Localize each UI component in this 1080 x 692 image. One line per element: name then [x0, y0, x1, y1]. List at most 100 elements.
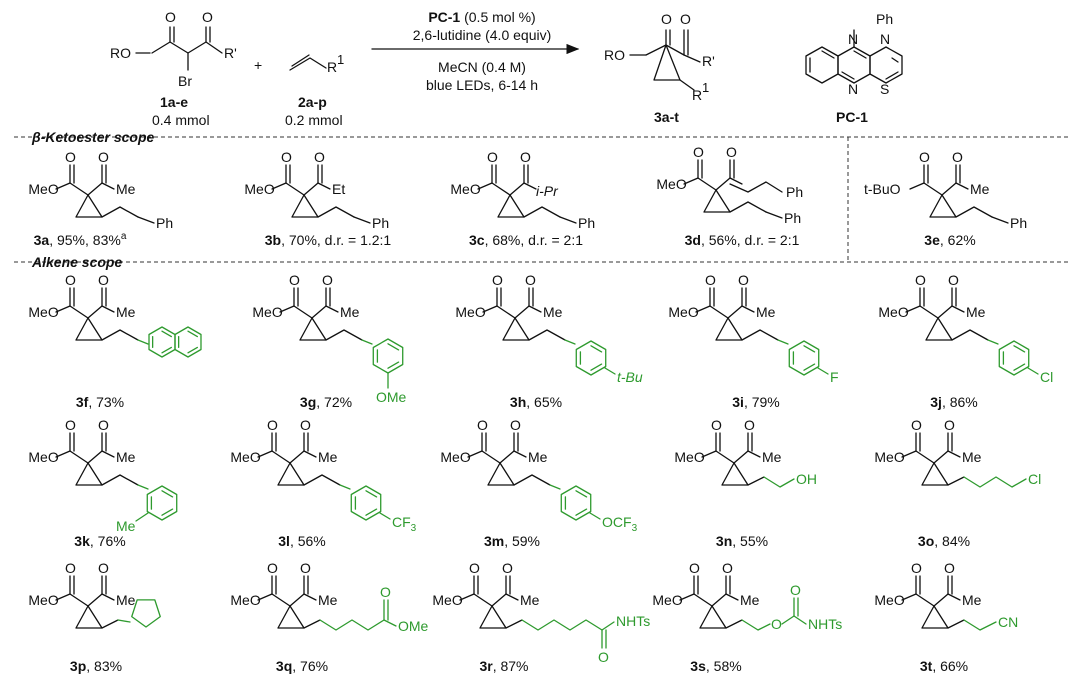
ester-group: MeO [230, 592, 260, 608]
acyl-group: Me [520, 592, 540, 608]
ester-group: MeO [668, 304, 698, 320]
ketone-o: O [300, 417, 311, 433]
compound-caption-3b: 3b, 70%, d.r. = 1.2:1 [265, 232, 392, 248]
ester-group: MeO [656, 176, 686, 192]
acyl-group: Me [966, 304, 986, 320]
nhts-label: NHTs [616, 613, 650, 629]
ester-carbonyl-o: O [65, 149, 76, 165]
ketone-o: O [722, 560, 733, 576]
acyl-group: Me [962, 592, 982, 608]
product-o1: O [661, 11, 672, 27]
ester-carbonyl-o: O [65, 272, 76, 288]
ester-group: MeO [874, 592, 904, 608]
compound-caption-3l: 3l, 56% [278, 533, 326, 549]
acyl-group: Me [340, 304, 360, 320]
acyl-group: Et [332, 181, 345, 197]
carbamate-o-label: O [771, 616, 782, 632]
compound-caption-3n: 3n, 55% [716, 533, 768, 549]
ester-group: MeO [28, 592, 58, 608]
ketone-o: O [744, 417, 755, 433]
phenyl-label: Ph [786, 184, 803, 200]
nitrile-label: CN [998, 614, 1018, 630]
compound-caption-3k: 3k, 76% [74, 533, 125, 549]
ketone-o: O [300, 560, 311, 576]
section-ketoester-title: β-Ketoester scope [31, 129, 155, 145]
ester-group: MeO [874, 449, 904, 465]
ketone-o: O [944, 560, 955, 576]
ketone-o: O [98, 560, 109, 576]
catalyst-structure: N N N S Ph [805, 11, 903, 97]
fluoro-label: F [830, 369, 839, 385]
methoxy-label: OMe [376, 389, 407, 405]
ester-group: MeO [28, 449, 58, 465]
reactant-2-structure: R 1 [289, 52, 344, 75]
product-o2: O [680, 11, 691, 27]
ester-carbonyl-o: O [705, 272, 716, 288]
phenyl-label: Ph [784, 210, 801, 226]
nhts-label: NHTs [808, 616, 842, 632]
acyl-group: Me [116, 592, 136, 608]
acyl-group: Me [543, 304, 563, 320]
ester-carbonyl-o: O [689, 560, 700, 576]
compound-caption-3c: 3c, 68%, d.r. = 2:1 [469, 232, 583, 248]
ester-carbonyl-o: O [711, 417, 722, 433]
product-ro: RO [604, 47, 625, 63]
ester-carbonyl-o: O [289, 272, 300, 288]
ester-carbonyl-o: O [65, 560, 76, 576]
reactant-1-ketone-o: O [202, 9, 213, 25]
carbonyl-o-label: O [790, 582, 801, 598]
compound-caption-3m: 3m, 59% [484, 533, 540, 549]
ester-carbonyl-o: O [492, 272, 503, 288]
phenyl-label: Ph [156, 215, 173, 231]
compound-caption-3t: 3t, 66% [920, 658, 968, 674]
acyl-group: Me [116, 304, 136, 320]
ester-carbonyl-o: O [267, 417, 278, 433]
reactant-1-id: 1a-e [160, 94, 188, 110]
chloro-label: Cl [1040, 369, 1053, 385]
ketone-o: O [944, 417, 955, 433]
section-alkene-title: Alkene scope [31, 254, 122, 270]
ester-group: MeO [28, 181, 58, 197]
catalyst-n3: N [848, 81, 858, 97]
product-r: R [692, 87, 702, 103]
catalyst-s: S [880, 81, 889, 97]
reactant-2-r-sup: 1 [337, 52, 344, 67]
ester-carbonyl-o: O [267, 560, 278, 576]
conditions-base: 2,6-lutidine (4.0 equiv) [413, 27, 552, 43]
compound-caption-3o: 3o, 84% [918, 533, 970, 549]
ester-group: MeO [652, 592, 682, 608]
ester-carbonyl-o: O [65, 417, 76, 433]
conditions-solvent: MeCN (0.4 M) [438, 59, 526, 75]
catalyst-ph: Ph [876, 11, 893, 27]
ester-carbonyl-o: O [911, 417, 922, 433]
compound-caption-3s: 3s, 58% [690, 658, 741, 674]
compound-caption-3f: 3f, 73% [76, 394, 124, 410]
product-r-sup: 1 [702, 80, 709, 95]
conditions-catalyst: PC-1 (0.5 mol %) [428, 9, 535, 25]
ester-group: MeO [432, 592, 462, 608]
ester-carbonyl-o: O [919, 149, 930, 165]
reactant-1-rprime: R' [224, 45, 237, 61]
acyl-group: Me [762, 449, 782, 465]
ketone-o: O [322, 272, 333, 288]
chloro-label: Cl [1028, 471, 1041, 487]
acyl-group: Me [116, 181, 136, 197]
ester-group: MeO [440, 449, 470, 465]
ketone-o: O [738, 272, 749, 288]
ester-carbonyl-o: O [469, 560, 480, 576]
ketone-o: O [510, 417, 521, 433]
acyl-group: Me [528, 449, 548, 465]
plus-sign: + [254, 57, 262, 73]
reactant-1-ro: RO [110, 45, 131, 61]
